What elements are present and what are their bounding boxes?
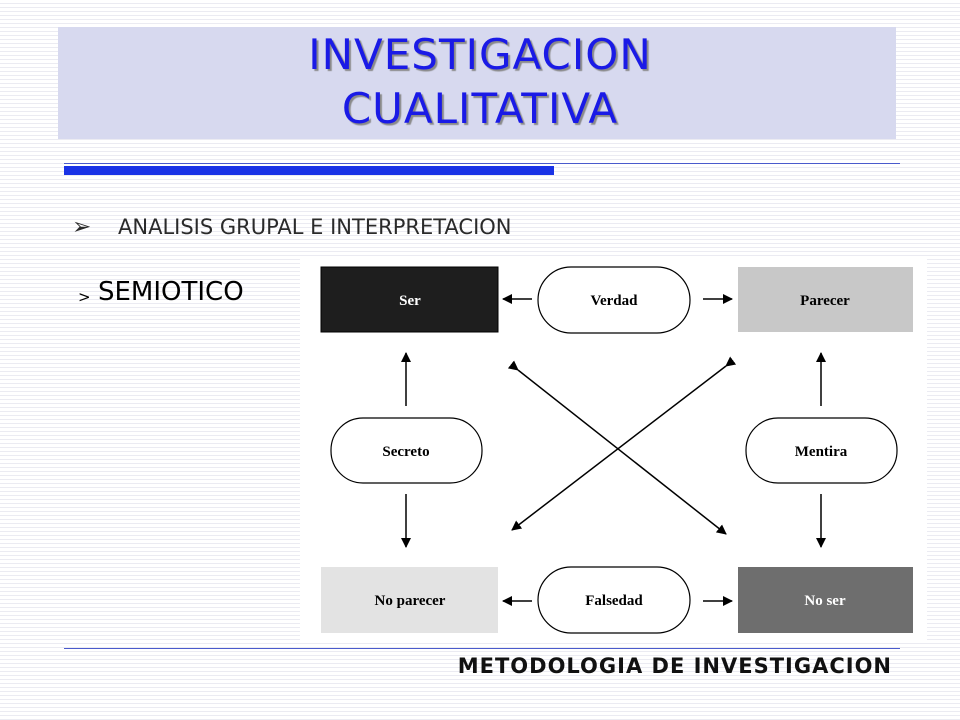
footer-divider	[64, 648, 900, 649]
diagonal-arrow-ser-no-ser	[507, 360, 727, 535]
semiotic-square-diagram: Ser Parecer No parecer No ser Verdad Fal…	[300, 256, 927, 642]
title-band	[58, 27, 896, 139]
box-parecer: Parecer	[738, 267, 913, 332]
pill-falsedad-label: Falsedad	[585, 593, 643, 609]
bullet-text: ANALISIS GRUPAL E INTERPRETACION	[118, 215, 512, 239]
box-parecer-label: Parecer	[800, 293, 850, 309]
box-ser: Ser	[320, 266, 499, 333]
footer-text: METODOLOGIA DE INVESTIGACION	[457, 654, 892, 678]
pill-secreto-label: Secreto	[382, 444, 429, 460]
pill-mentira: Mentira	[745, 417, 898, 484]
pill-falsedad: Falsedad	[537, 566, 691, 634]
box-no-ser-label: No ser	[804, 593, 846, 609]
page-title-line-1: INVESTIGACION	[308, 30, 652, 79]
divider-accent-bar	[64, 166, 554, 175]
pill-mentira-label: Mentira	[795, 444, 848, 460]
bullet-arrow-icon: ➢	[72, 214, 92, 240]
box-ser-label: Ser	[399, 293, 421, 309]
divider-thin	[64, 163, 900, 164]
box-no-parecer-label: No parecer	[375, 593, 446, 609]
box-no-parecer: No parecer	[321, 567, 498, 633]
pill-secreto: Secreto	[330, 417, 483, 484]
subheading-marker: >	[78, 288, 91, 306]
pill-verdad-label: Verdad	[591, 293, 639, 309]
subheading: SEMIOTICO	[98, 277, 244, 307]
pill-verdad: Verdad	[537, 266, 691, 334]
diagonal-arrow-parecer-no-parecer	[511, 356, 737, 531]
box-no-ser: No ser	[738, 567, 913, 633]
page-title-line-2: CUALITATIVA	[341, 84, 619, 133]
